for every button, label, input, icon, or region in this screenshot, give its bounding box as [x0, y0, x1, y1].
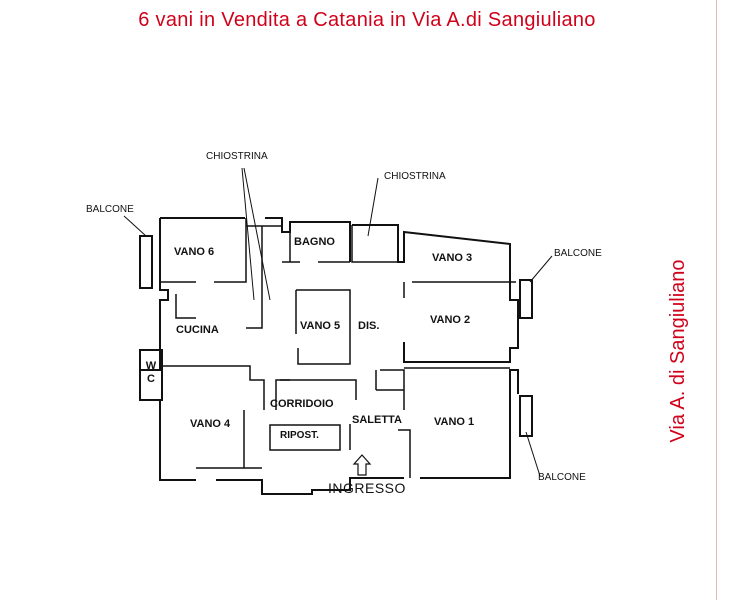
- leader-balcone-right-top: [529, 255, 553, 283]
- room-cucina: CUCINA: [176, 324, 219, 336]
- wall-ripost: [269, 424, 341, 451]
- wall-vano3-2: [403, 281, 516, 298]
- room-wc-w: W: [145, 360, 157, 372]
- label-chiostrina-left: CHIOSTRINA: [206, 151, 268, 162]
- label-balcone-right-top: BALCONE: [554, 248, 602, 259]
- room-vano5: VANO 5: [300, 320, 341, 332]
- room-vano2: VANO 2: [430, 314, 471, 326]
- ingresso-arrow-icon: [352, 454, 372, 476]
- label-balcone-left: BALCONE: [86, 204, 134, 215]
- room-saletta: SALETTA: [352, 414, 402, 426]
- balcone-right-top-shape: [519, 279, 533, 319]
- wall-saletta: [349, 424, 411, 478]
- wall-vano6: [160, 218, 247, 283]
- margin-rule: [716, 0, 717, 600]
- wall-left-stub: [175, 294, 196, 319]
- leader-chiostrina-left-b: [243, 167, 271, 301]
- leader-balcone-left: [123, 215, 147, 237]
- wall-vano2-1: [375, 367, 510, 410]
- room-ripost: RIPOST.: [280, 430, 319, 441]
- room-vano1: VANO 1: [434, 416, 475, 428]
- label-chiostrina-right: CHIOSTRINA: [384, 171, 446, 182]
- room-vano3: VANO 3: [432, 252, 473, 264]
- wall-vano5: [295, 289, 351, 365]
- wall-bagno: [282, 232, 350, 263]
- room-corridoio: CORRIDOIO: [270, 398, 334, 410]
- wall-corridoio: [280, 379, 404, 400]
- wall-chiostrina2: [351, 225, 398, 263]
- label-balcone-right-bottom: BALCONE: [538, 472, 586, 483]
- balcone-right-bottom-shape: [519, 395, 533, 437]
- page-title: 6 vani in Vendita a Catania in Via A.di …: [138, 9, 596, 31]
- room-wc: W C: [145, 360, 157, 386]
- room-vano6: VANO 6: [174, 246, 215, 258]
- room-dis: DIS.: [358, 320, 380, 332]
- room-vano4: VANO 4: [190, 418, 231, 430]
- room-bagno: BAGNO: [294, 236, 335, 248]
- leader-balcone-right-bottom: [525, 431, 541, 477]
- label-ingresso: INGRESSO: [328, 480, 406, 496]
- room-wc-c: C: [147, 373, 155, 385]
- balcone-left-shape: [139, 235, 153, 289]
- wall-chiostrina: [246, 225, 282, 329]
- leader-chiostrina-right: [367, 177, 379, 237]
- wc-shape: [139, 349, 163, 401]
- leader-chiostrina-left-a: [241, 167, 255, 301]
- wall-vano4: [196, 410, 262, 469]
